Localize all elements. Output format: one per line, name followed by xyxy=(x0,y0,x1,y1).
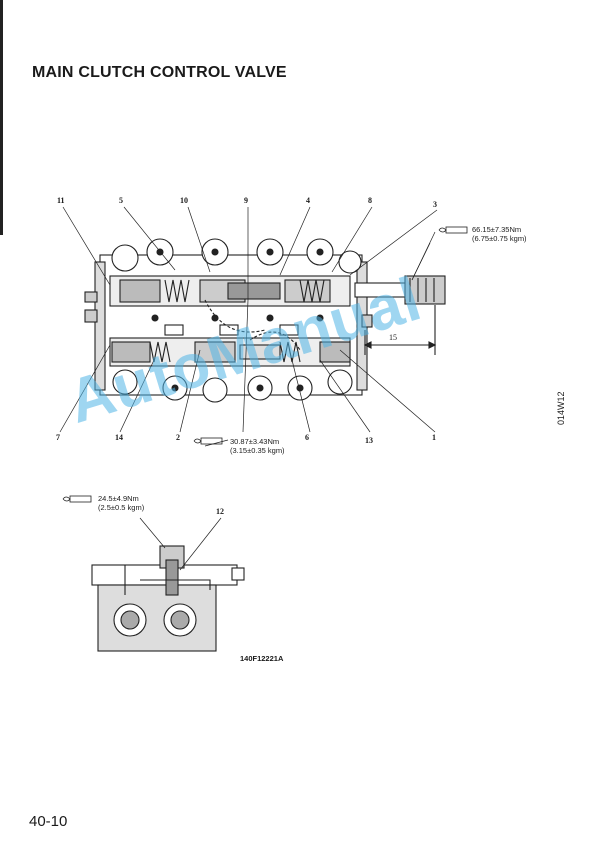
callout-10: 10 xyxy=(180,196,188,205)
callout-6: 6 xyxy=(305,433,309,442)
page-title: MAIN CLUTCH CONTROL VALVE xyxy=(32,64,287,81)
margin-rule xyxy=(0,0,3,235)
torque-spec-1: 66.15±7.35Nm (6.75±0.75 kgm) xyxy=(472,225,527,243)
page-number: 40-10 xyxy=(29,813,68,830)
callout-8: 8 xyxy=(368,196,372,205)
callout-1: 1 xyxy=(432,433,436,442)
torque-spec-2: 30.87±3.43Nm (3.15±0.35 kgm) xyxy=(230,437,285,455)
callout-14: 14 xyxy=(115,433,123,442)
torque-spec-3-kgm: (2.5±0.5 kgm) xyxy=(98,503,145,512)
torque-spec-2-nm: 30.87±3.43Nm xyxy=(230,437,280,446)
torque-wrench-icon xyxy=(193,437,223,445)
torque-spec-1-kgm: (6.75±0.75 kgm) xyxy=(472,234,527,243)
figure-code: 140F12221A xyxy=(240,654,284,663)
callout-2: 2 xyxy=(176,433,180,442)
callout-5: 5 xyxy=(119,196,123,205)
side-figure-code: 014W12 xyxy=(556,391,566,425)
callout-9: 9 xyxy=(244,196,248,205)
dimension-label: 15 xyxy=(389,333,397,342)
torque-spec-2-kgm: (3.15±0.35 kgm) xyxy=(230,446,285,455)
torque-spec-3-nm: 24.5±4.9Nm xyxy=(98,494,139,503)
torque-wrench-icon xyxy=(62,495,92,503)
callout-12: 12 xyxy=(216,507,224,516)
torque-spec-1-nm: 66.15±7.35Nm xyxy=(472,225,522,234)
torque-wrench-icon xyxy=(438,226,468,234)
callout-13: 13 xyxy=(365,436,373,445)
callout-4: 4 xyxy=(306,196,310,205)
torque-spec-3: 24.5±4.9Nm (2.5±0.5 kgm) xyxy=(98,494,144,512)
callout-7: 7 xyxy=(56,433,60,442)
callout-11: 11 xyxy=(57,196,65,205)
callout-3: 3 xyxy=(433,200,437,209)
